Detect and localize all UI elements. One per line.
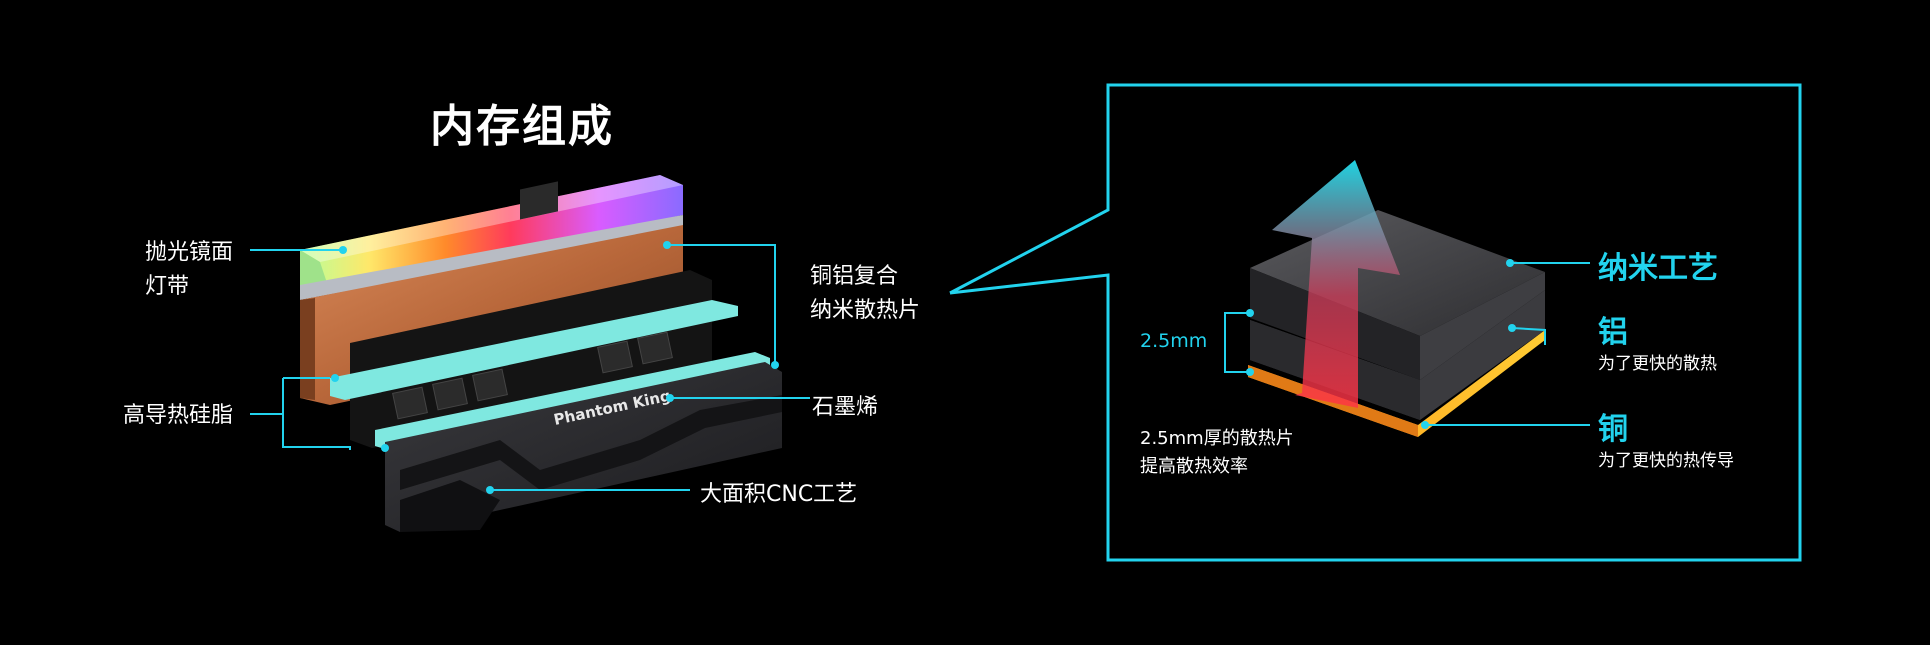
label-mirror-lightbar-line1: 抛光镜面 — [145, 240, 234, 265]
label-aluminum-block: 铝 为了更快的散热 — [1598, 307, 1717, 377]
label-cnc-process: 大面积CNC工艺 — [700, 482, 858, 507]
caption-line2: 提高散热效率 — [1140, 456, 1248, 477]
right-leader-lines — [1421, 259, 1590, 429]
page-title: 内存组成 — [430, 101, 614, 152]
callout-panel — [949, 83, 1802, 562]
thickness-indicator — [1224, 309, 1254, 376]
label-thermal-grease: 高导热硅脂 — [123, 403, 234, 428]
label-nano-process: 纳米工艺 — [1598, 251, 1718, 286]
left-leader-lines — [250, 241, 810, 494]
label-cu-al-line2: 纳米散热片 — [810, 298, 921, 323]
label-copper-note: 为了更快的热传导 — [1598, 451, 1734, 471]
label-cu-al-line1: 铜铝复合 — [810, 264, 899, 289]
heat-arrow-icon — [1272, 160, 1400, 408]
label-aluminum: 铝 — [1598, 315, 1628, 350]
label-aluminum-note: 为了更快的散热 — [1598, 354, 1717, 374]
label-thickness: 2.5mm — [1140, 330, 1208, 352]
label-copper-block: 铜 为了更快的热传导 — [1598, 404, 1734, 474]
caption-line1: 2.5mm厚的散热片 — [1140, 428, 1294, 449]
label-mirror-lightbar-line2: 灯带 — [145, 274, 190, 299]
label-cu-al-composite: 铜铝复合 纳米散热片 — [810, 260, 920, 328]
caption-block: 2.5mm厚的散热片 提高散热效率 — [1140, 425, 1294, 481]
front-heatsink: Phantom King — [385, 362, 782, 532]
label-graphene: 石墨烯 — [812, 395, 879, 420]
label-copper: 铜 — [1598, 412, 1628, 447]
label-mirror-lightbar: 抛光镜面 灯带 — [145, 236, 233, 304]
heatsink-block — [1248, 210, 1545, 437]
silver-trim — [300, 215, 683, 300]
